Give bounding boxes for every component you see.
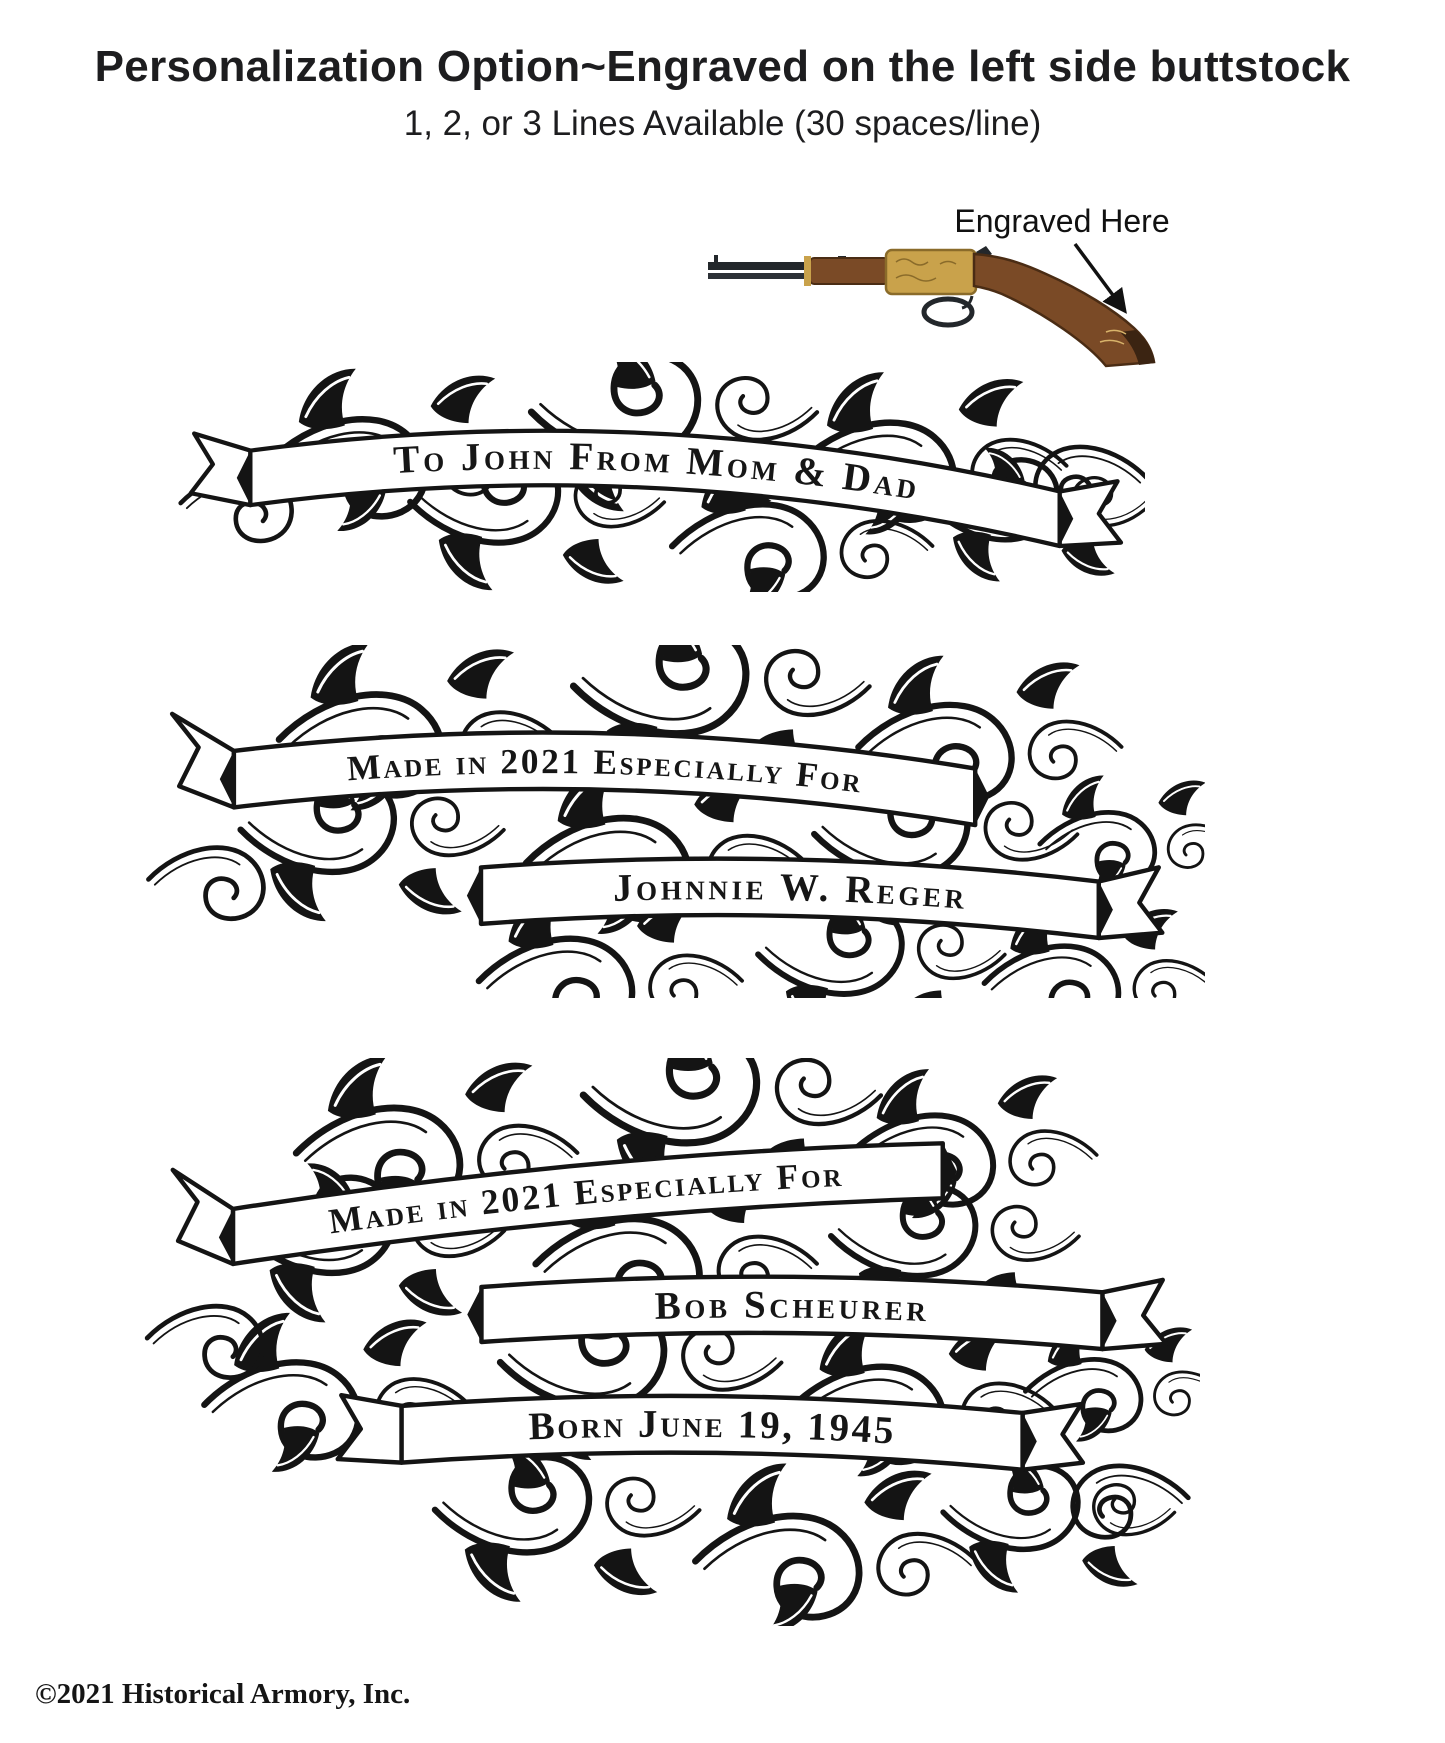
- engraving-example-2: Made in 2021 Especially For Johnnie W. R…: [110, 645, 1205, 998]
- engraving-example-3: Made in 2021 Especially For Bob Scheurer: [100, 1058, 1200, 1626]
- ribbon-banner: Made in 2021 Especially For Johnnie W. R…: [169, 711, 1165, 941]
- banner-line: Born June 19, 1945: [528, 1403, 898, 1453]
- callout-arrow-icon: [1073, 242, 1127, 314]
- engraving-example-1: To John From Mom & Dad: [165, 362, 1145, 592]
- engraved-here-label: Engraved Here: [954, 203, 1169, 239]
- copyright-text: ©2021 Historical Armory, Inc.: [35, 1678, 411, 1710]
- rifle-figure: Engraved Here: [690, 192, 1210, 397]
- page-title: Personalization Option~Engraved on the l…: [94, 42, 1351, 91]
- banner-line: Bob Scheurer: [654, 1283, 930, 1330]
- page-subtitle: 1, 2, or 3 Lines Available (30 spaces/li…: [403, 104, 1042, 143]
- scrollwork-flourish: [148, 645, 1205, 998]
- rifle-illustration: [708, 246, 1156, 368]
